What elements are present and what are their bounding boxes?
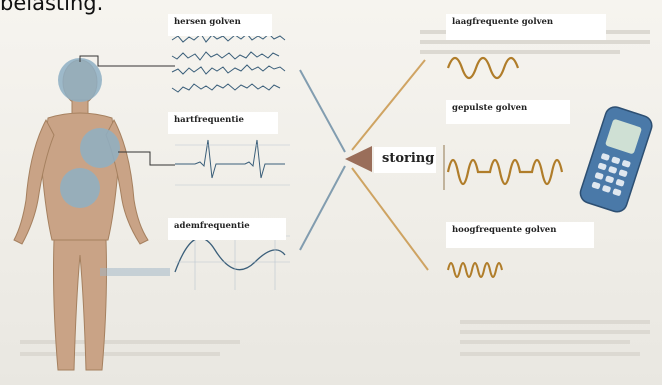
heart-highlight: [80, 128, 120, 168]
pulsed-wave-trace: [444, 145, 562, 190]
low-frequency-label: laagfrequente golven: [446, 14, 606, 40]
brain-waves-label: hersen golven: [168, 14, 272, 36]
brain-highlight: [58, 58, 102, 102]
low-frequency-trace: [448, 58, 518, 78]
lung-highlight: [60, 168, 100, 208]
human-figure-icon: [14, 60, 148, 370]
pulsed-waves-label: gepulste golven: [446, 100, 570, 124]
heart-rate-trace: [175, 140, 290, 185]
mobile-phone-icon: [578, 104, 655, 214]
interference-label: storing: [374, 147, 436, 173]
high-frequency-label: hoogfrequente golven: [446, 222, 594, 248]
high-frequency-trace: [448, 263, 502, 277]
arrow-left-icon: [345, 146, 372, 172]
page-heading: belasting.: [0, 0, 103, 15]
breathing-rate-label: ademfrequentie: [168, 218, 286, 240]
brain-wave-trace: [172, 34, 285, 92]
heart-rate-label: hartfrequentie: [168, 112, 278, 134]
